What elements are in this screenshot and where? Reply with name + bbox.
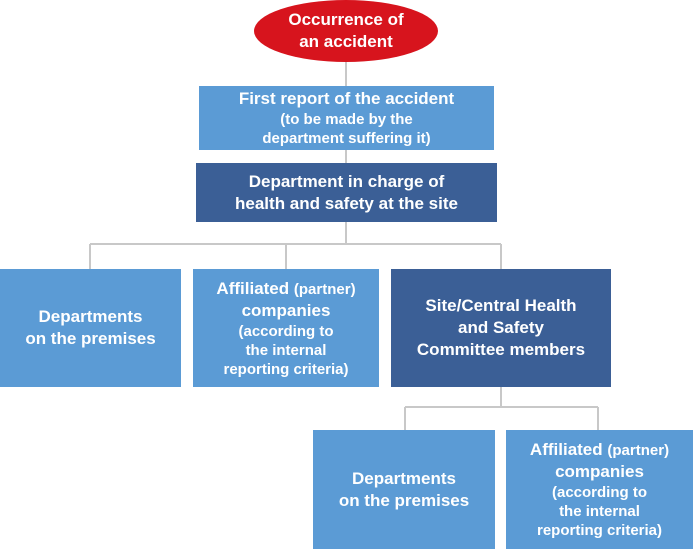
affiliated-2-criteria-1: (according to: [551, 484, 647, 501]
affiliated-2-line-2: companies: [555, 462, 644, 481]
departments-node-2: Departments on the premises: [313, 430, 495, 549]
departments-2-line-2: on the premises: [338, 490, 470, 510]
affiliated-1-line-2: companies: [241, 300, 331, 320]
affiliated-1-criteria-3: reporting criteria): [223, 360, 349, 378]
first-report-node: First report of the accident (to be made…: [199, 86, 494, 150]
affiliated-2-line-1: Affiliated (partner): [530, 439, 669, 461]
committee-line-2: and Safety: [458, 318, 544, 337]
affiliated-1-title: Affiliated: [216, 278, 290, 298]
affiliated-2-criteria-3: reporting criteria): [536, 522, 663, 539]
occurrence-line-1: Occurrence of: [288, 10, 404, 29]
affiliated-2-title: Affiliated: [529, 440, 603, 459]
committee-node: Site/Central Health and Safety Committee…: [391, 269, 611, 387]
first-report-title: First report of the accident: [238, 89, 455, 108]
first-report-note-1: (to be made by the: [280, 111, 413, 128]
affiliated-node-2: Affiliated (partner) companies (accordin…: [506, 430, 693, 549]
committee-line-1: Site/Central Health: [425, 296, 577, 315]
occurrence-node: Occurrence of an accident: [254, 0, 438, 62]
committee-line-3: Committee members: [416, 340, 586, 359]
affiliated-1-title-note: (partner): [293, 280, 356, 298]
departments-2-line-1: Departments: [352, 468, 456, 488]
dept-in-charge-node: Department in charge of health and safet…: [196, 163, 497, 222]
affiliated-1-line-1: Affiliated (partner): [216, 278, 355, 300]
departments-1-line-1: Departments: [38, 307, 143, 326]
departments-1-line-2: on the premises: [25, 329, 156, 348]
dept-in-charge-line-1: Department in charge of: [248, 171, 445, 191]
affiliated-1-criteria-1: (according to: [238, 322, 334, 340]
occurrence-line-2: an accident: [299, 32, 393, 51]
affiliated-node-1: Affiliated (partner) companies (accordin…: [193, 269, 379, 387]
dept-in-charge-line-2: health and safety at the site: [235, 193, 458, 213]
affiliated-2-criteria-2: the internal: [559, 503, 640, 520]
departments-node-1: Departments on the premises: [0, 269, 181, 387]
affiliated-2-title-note: (partner): [607, 442, 670, 459]
affiliated-1-criteria-2: the internal: [245, 341, 327, 359]
first-report-note-2: department suffering it): [262, 130, 431, 147]
